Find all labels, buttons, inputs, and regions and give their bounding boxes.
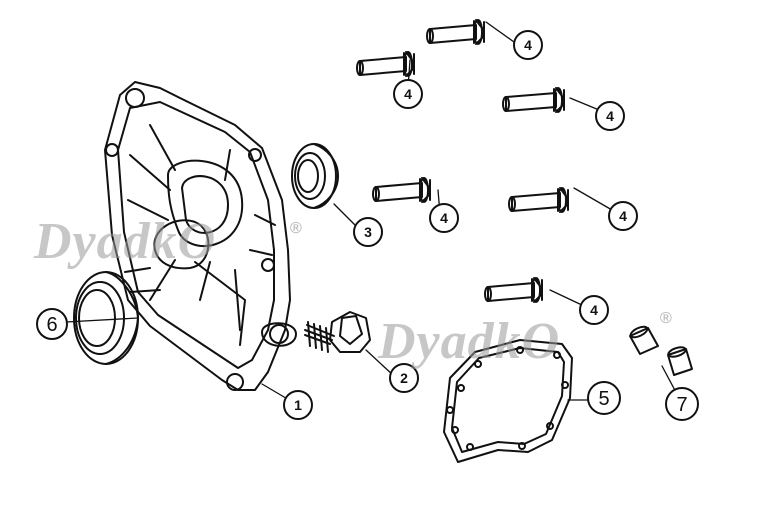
cover-gasket-drawing bbox=[443, 339, 573, 463]
flange-bolt-4 bbox=[372, 177, 431, 203]
callout-4-b: 4 bbox=[393, 79, 423, 109]
callout-1: 1 bbox=[283, 390, 313, 420]
registered-mark: ® bbox=[660, 310, 672, 327]
svg-text:7: 7 bbox=[676, 394, 687, 416]
oil-level-plug-drawing bbox=[304, 311, 371, 353]
flange-bolt-3 bbox=[502, 87, 565, 113]
svg-text:4: 4 bbox=[524, 37, 532, 53]
svg-text:6: 6 bbox=[46, 314, 57, 336]
svg-text:1: 1 bbox=[294, 397, 302, 413]
crankcase-cover-drawing bbox=[104, 81, 297, 391]
callout-4-a: 4 bbox=[513, 30, 543, 60]
svg-text:4: 4 bbox=[606, 108, 614, 124]
registered-mark: ® bbox=[290, 220, 302, 237]
callout-3: 3 bbox=[353, 217, 383, 247]
flange-bolt-2 bbox=[356, 51, 415, 77]
callout-5: 5 bbox=[587, 381, 621, 415]
flange-bolts-drawing bbox=[356, 19, 569, 303]
flange-bolt-1 bbox=[426, 19, 485, 45]
callout-6: 6 bbox=[36, 308, 68, 340]
callout-4-c: 4 bbox=[595, 101, 625, 131]
svg-text:4: 4 bbox=[619, 208, 627, 224]
svg-text:4: 4 bbox=[440, 210, 448, 226]
callout-4-f: 4 bbox=[579, 295, 609, 325]
svg-text:2: 2 bbox=[400, 370, 408, 386]
svg-text:5: 5 bbox=[598, 388, 609, 410]
dowel-pins-drawing bbox=[629, 325, 693, 376]
flange-bolt-5 bbox=[508, 187, 569, 213]
callout-7: 7 bbox=[665, 387, 699, 421]
callout-2: 2 bbox=[389, 363, 419, 393]
svg-text:4: 4 bbox=[404, 86, 412, 102]
flange-bolt-6 bbox=[484, 277, 543, 303]
brand-watermark: DyadkO bbox=[378, 313, 561, 370]
svg-text:4: 4 bbox=[590, 302, 598, 318]
callouts: 1 2 3 4 4 4 4 4 bbox=[36, 30, 699, 421]
callout-4-e: 4 bbox=[608, 201, 638, 231]
brand-watermark: DyadkO bbox=[34, 213, 217, 270]
leader-lines bbox=[65, 21, 679, 405]
svg-text:3: 3 bbox=[364, 224, 372, 240]
callout-4-d: 4 bbox=[429, 203, 459, 233]
oil-seal-small-drawing bbox=[291, 143, 339, 209]
